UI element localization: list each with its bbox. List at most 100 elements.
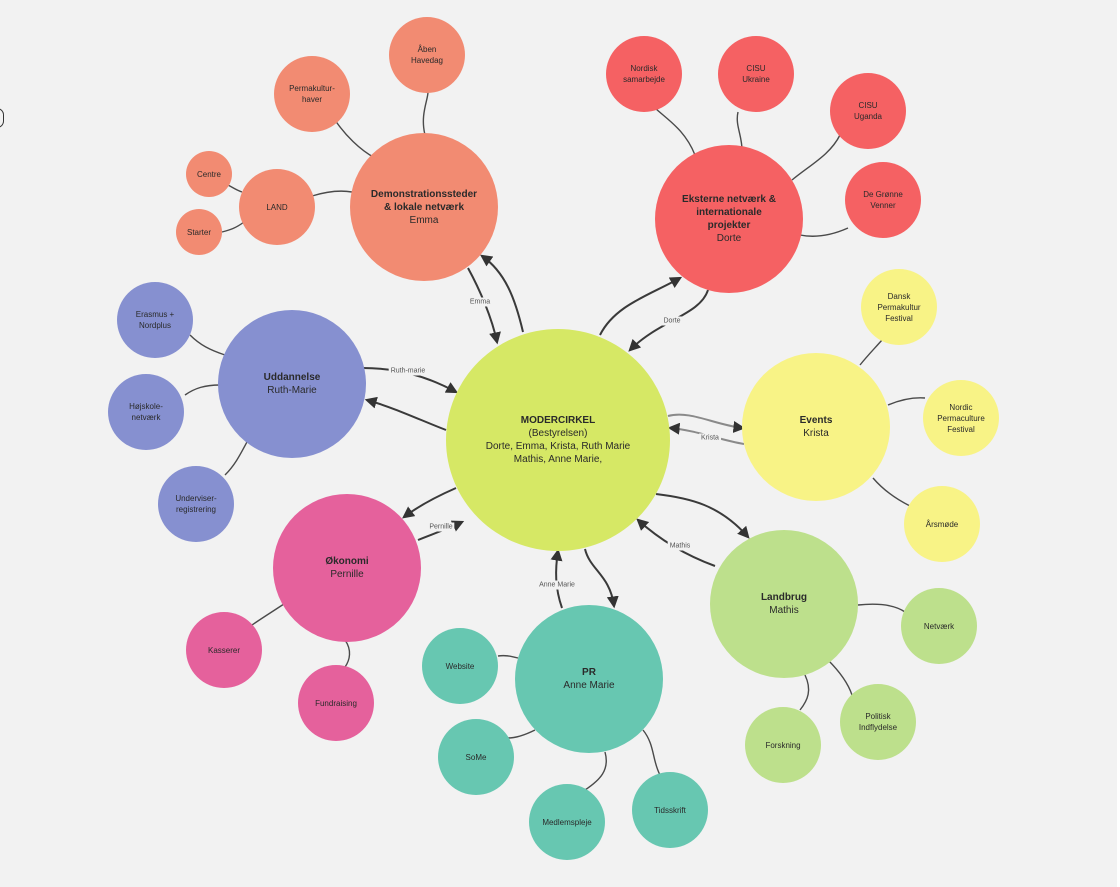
- center-title: MODERCIRKEL: [520, 415, 596, 426]
- center-lines: (Bestyrelsen) Dorte, Emma, Krista, Ruth …: [485, 428, 631, 465]
- leaf-label: Forskning: [765, 740, 801, 750]
- edge-label-mathis: Mathis: [667, 541, 693, 551]
- leaf-starter[interactable]: Starter: [176, 209, 222, 255]
- leaf-fundraising[interactable]: Fundraising: [298, 665, 374, 741]
- connector-line: [344, 639, 351, 668]
- group-title: PR: [582, 667, 596, 678]
- connector-line: [507, 729, 536, 739]
- group-node-uddannelse[interactable]: Uddannelse Ruth-Marie: [218, 310, 366, 458]
- edge-label-ruth-marie: Ruth-marie: [388, 366, 428, 376]
- connector-line: [221, 221, 245, 233]
- connector-line: [857, 603, 906, 613]
- group-node-pr[interactable]: PR Anne Marie: [515, 605, 663, 753]
- connector-line: [736, 111, 743, 151]
- leaf-kasserer[interactable]: Kasserer: [186, 612, 262, 688]
- leaf-netvaerk[interactable]: Netværk: [901, 588, 977, 664]
- connector-line: [642, 729, 661, 776]
- connector-line: [887, 397, 926, 406]
- group-person: Emma: [409, 214, 439, 226]
- arrow-pr-to-center: [550, 548, 563, 609]
- leaf-label: Fundraising: [315, 698, 357, 708]
- connector-line: [799, 674, 810, 711]
- leaf-hojskole-netvaerk[interactable]: Højskole- netværk: [108, 374, 184, 450]
- connector-line: [872, 477, 911, 507]
- group-title: Events: [799, 415, 833, 426]
- arrow-okonomi-to-center: [417, 520, 465, 541]
- leaf-label: Kasserer: [207, 645, 240, 655]
- leaf-some[interactable]: SoMe: [438, 719, 514, 795]
- group-person: Dorte: [716, 233, 742, 244]
- connector-line: [334, 119, 376, 159]
- center-node-modercirkel[interactable]: MODERCIRKEL (Bestyrelsen) Dorte, Emma, K…: [446, 329, 670, 551]
- group-node-events[interactable]: Events Krista: [742, 353, 890, 501]
- leaf-label: CISU Ukraine: [742, 64, 770, 84]
- edge-label-emma: Emma: [467, 297, 493, 307]
- leaf-label: Højskole- netværk: [129, 402, 163, 422]
- leaf-label: CISU Uganda: [853, 101, 883, 121]
- leaf-underviser-registrering[interactable]: Underviser- registrering: [158, 466, 234, 542]
- leaf-label: LAND: [266, 202, 288, 212]
- leaf-label: Netværk: [923, 621, 955, 631]
- leaf-label: Permakultur- haver: [289, 84, 335, 104]
- leaf-land[interactable]: LAND: [239, 169, 315, 245]
- connector-line: [859, 339, 883, 366]
- connector-line: [227, 184, 243, 193]
- connector-line: [827, 659, 853, 696]
- leaf-label: Medlemspleje: [542, 817, 592, 827]
- leaf-cisu-ukraine[interactable]: CISU Ukraine: [718, 36, 794, 112]
- leaf-website[interactable]: Website: [422, 628, 498, 704]
- leaf-label: Dansk Permakultur Festival: [877, 291, 921, 323]
- edge-label-anne-marie: Anne Marie: [537, 580, 577, 590]
- group-node-demonstration[interactable]: Demonstrationssteder & lokale netværk Em…: [350, 133, 498, 281]
- connector-line: [497, 654, 519, 659]
- arrow-center-to-uddannelse: [364, 396, 447, 431]
- leaf-erasmus-nordplus[interactable]: Erasmus + Nordplus: [117, 282, 193, 358]
- leaf-label: SoMe: [465, 752, 487, 762]
- canvas-right-border: [1117, 0, 1120, 887]
- leaf-tidsskrift[interactable]: Tidsskrift: [632, 772, 708, 848]
- group-node-landbrug[interactable]: Landbrug Mathis: [710, 530, 858, 678]
- leaf-politisk-indflydelse[interactable]: Politisk Indflydelse: [840, 684, 916, 760]
- arrow-center-to-pr: [584, 548, 619, 609]
- arrow-center-to-okonomi: [402, 487, 457, 519]
- group-person: Krista: [803, 428, 829, 439]
- connector-line: [584, 751, 607, 791]
- leaf-label: Politisk Indflydelse: [858, 712, 898, 732]
- arrow-center-to-landbrug: [655, 493, 750, 539]
- leaf-centre[interactable]: Centre: [186, 151, 232, 197]
- leaf-label: Åben Havedag: [410, 45, 444, 65]
- group-node-okonomi[interactable]: Økonomi Pernille: [273, 494, 421, 642]
- group-title: Landbrug: [760, 592, 808, 603]
- leaf-dansk-permakultur-festival[interactable]: Dansk Permakultur Festival: [861, 269, 937, 345]
- connector-line: [799, 227, 849, 237]
- leaf-label: Årsmøde: [925, 519, 959, 529]
- connector-line: [224, 439, 249, 476]
- leaf-nordisk-samarbejde[interactable]: Nordisk samarbejde: [606, 36, 682, 112]
- group-title: Uddannelse: [263, 372, 321, 383]
- group-node-eksterne[interactable]: Eksterne netværk & internationale projek…: [655, 145, 803, 293]
- leaf-label: Nordic Permaculture Festival: [937, 402, 985, 434]
- leaf-nordic-permaculture-festival[interactable]: Nordic Permaculture Festival: [923, 380, 999, 456]
- leaf-label: Underviser- registrering: [175, 494, 217, 514]
- group-title: Økonomi: [325, 556, 369, 567]
- connector-line: [654, 107, 696, 156]
- leaf-de-gronne-venner[interactable]: De Grønne Venner: [845, 162, 921, 238]
- leaf-label: Erasmus + Nordplus: [135, 310, 175, 330]
- connector-line: [311, 190, 353, 197]
- leaf-forskning[interactable]: Forskning: [745, 707, 821, 783]
- leaf-medlemspleje[interactable]: Medlemspleje: [529, 784, 605, 860]
- arrow-center-to-eksterne: [599, 276, 683, 336]
- connector-line: [189, 334, 226, 356]
- leaf-cisu-uganda[interactable]: CISU Uganda: [830, 73, 906, 149]
- leaf-permakulturhaver[interactable]: Permakultur- haver: [274, 56, 350, 132]
- group-person: Ruth-Marie: [267, 385, 317, 396]
- leaf-aarsmode[interactable]: Årsmøde: [904, 486, 980, 562]
- arrow-center-to-events: [667, 413, 746, 433]
- connector-line: [422, 91, 429, 136]
- connector-line: [791, 134, 841, 181]
- edge-label-dorte: Dorte: [661, 316, 683, 326]
- leaf-aaben-havedag[interactable]: Åben Havedag: [389, 17, 465, 93]
- arrow-center-to-demonstration: [480, 254, 524, 333]
- group-person: Anne Marie: [563, 680, 615, 691]
- group-person: Mathis: [769, 605, 799, 616]
